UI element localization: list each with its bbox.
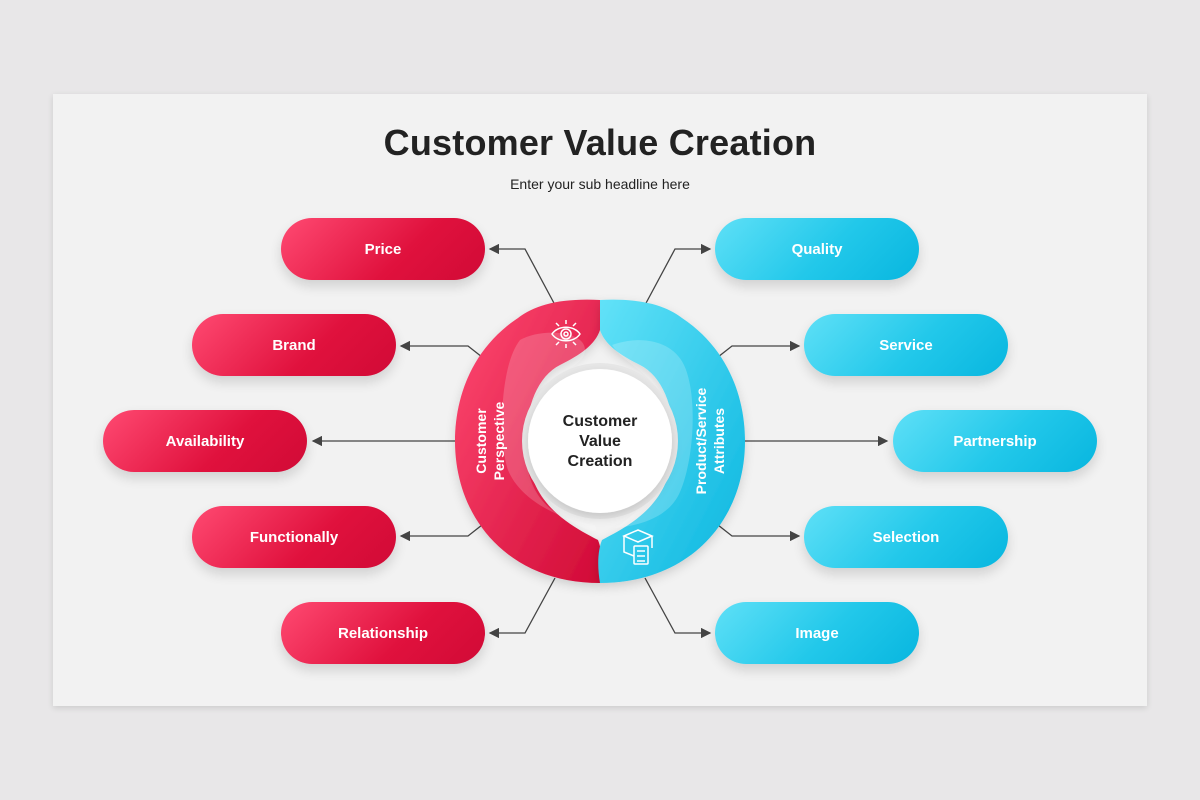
right-connectors [644, 243, 889, 639]
pill-price: Price [281, 218, 485, 280]
left-arc-label-line2: Perspective [491, 401, 507, 481]
pill-brand: Brand [192, 314, 396, 376]
right-arc-label-line2: Attributes [711, 407, 727, 475]
center-label-line1: Customer [562, 413, 638, 430]
pill-service: Service [804, 314, 1008, 376]
page-subtitle: Enter your sub headline here [510, 176, 690, 192]
customer-perspective-label: Customer Perspective [472, 371, 508, 511]
right-arc-label-line1: Product/Service [693, 387, 709, 495]
eye-target-icon [551, 320, 581, 348]
customer-perspective-arc [455, 299, 602, 583]
pill-selection: Selection [804, 506, 1008, 568]
pill-availability: Availability [103, 410, 307, 472]
pill-image: Image [715, 602, 919, 664]
center-label-line2: Value [579, 433, 621, 450]
center-label: Customer Value Creation [540, 412, 660, 472]
product-attributes-arc [598, 299, 745, 583]
center-circle [528, 369, 672, 513]
box-checklist-icon [622, 529, 654, 565]
page-title: Customer Value Creation [383, 122, 817, 163]
pill-partnership: Partnership [893, 410, 1097, 472]
pill-functionally: Functionally [192, 506, 396, 568]
left-arc-label-line1: Customer [473, 408, 489, 474]
pill-quality: Quality [715, 218, 919, 280]
left-connectors [311, 243, 556, 639]
product-attributes-label: Product/Service Attributes [692, 371, 728, 511]
center-label-line3: Creation [567, 453, 633, 470]
pill-relationship: Relationship [281, 602, 485, 664]
